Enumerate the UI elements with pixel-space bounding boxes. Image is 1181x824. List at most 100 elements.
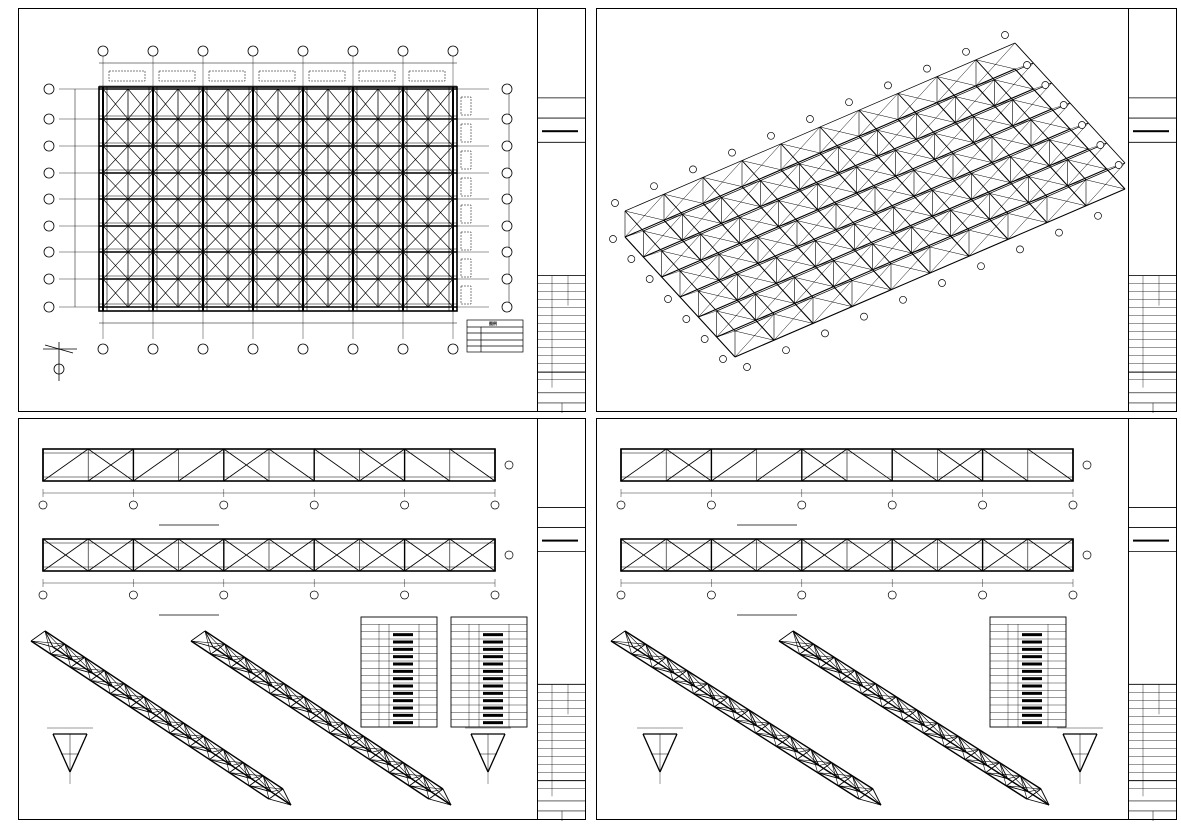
sheet-plan: 图例 [18, 8, 586, 413]
grid-bubble-icon [43, 273, 55, 285]
grid-bubble-icon [1096, 141, 1105, 149]
grid-bubble-icon [728, 148, 736, 157]
grid-bubble-icon [247, 343, 259, 355]
grid-bubble-icon [887, 500, 897, 510]
grid-bubble-icon [297, 343, 309, 355]
grid-bubble-icon [1023, 61, 1031, 69]
grid-bubble-icon [347, 45, 359, 57]
grid-bubble-icon [1016, 245, 1024, 254]
grid-bubble-icon [884, 81, 892, 90]
grid-bubble-icon [616, 590, 626, 600]
grid-bubble-icon [447, 45, 459, 57]
grid-bubble-icon [501, 246, 513, 258]
grid-bubble-icon [490, 590, 500, 600]
grid-bubble-icon [611, 199, 619, 207]
grid-bubble-icon [664, 295, 672, 303]
grid-bubble-icon [309, 590, 319, 600]
grid-bubble-icon [1059, 101, 1068, 109]
grid-bubble-icon [38, 590, 48, 600]
grid-bubble-icon [501, 113, 513, 125]
sheet-isometric [596, 8, 1177, 413]
title-block [1128, 419, 1177, 821]
grid-bubble-icon [1001, 31, 1009, 39]
title-block [1128, 9, 1177, 413]
grid-bubble-icon [1078, 121, 1086, 129]
grid-bubble-icon [43, 113, 55, 125]
grid-bubble-icon [147, 45, 159, 57]
grid-bubble-icon [501, 140, 513, 152]
grid-bubble-icon [43, 140, 55, 152]
grid-bubble-icon [887, 590, 897, 600]
grid-bubble-icon [504, 550, 514, 560]
grid-bubble-icon [645, 275, 654, 283]
grid-bubble-icon [219, 500, 229, 510]
grid-bubble-icon [247, 45, 259, 57]
grid-bubble-icon [616, 500, 626, 510]
grid-bubble-icon [707, 590, 716, 600]
grid-bubble-icon [797, 590, 807, 600]
grid-bubble-icon [43, 83, 55, 95]
sheet-elevation-b [596, 418, 1177, 821]
isometric-drawing [609, 31, 1126, 371]
grid-bubble-icon [962, 47, 970, 56]
grid-bubble-icon [397, 343, 409, 355]
grid-bubble-icon [689, 165, 697, 174]
grid-bubble-icon [147, 343, 159, 355]
grid-bubble-icon [400, 590, 409, 600]
grid-bubble-icon [447, 343, 459, 355]
grid-bubble-icon [923, 64, 931, 73]
grid-bubble-icon [1055, 228, 1063, 237]
grid-bubble-icon [400, 500, 409, 510]
grid-bubble-icon [767, 131, 775, 140]
grid-bubble-icon [347, 343, 359, 355]
grid-bubble-icon [938, 279, 946, 287]
grid-bubble-icon [1082, 550, 1092, 560]
grid-bubble-icon [501, 273, 513, 285]
grid-bubble-icon [501, 301, 513, 313]
grid-bubble-icon [682, 315, 691, 323]
sheet-elevation-a [18, 418, 586, 821]
grid-bubble-icon [38, 500, 48, 510]
grid-bubble-icon [490, 500, 500, 510]
grid-bubble-icon [219, 590, 229, 600]
grid-bubble-icon [43, 167, 55, 179]
grid-bubble-icon [43, 246, 55, 258]
grid-bubble-icon [197, 343, 209, 355]
title-block [537, 9, 586, 413]
grid-bubble-icon [743, 363, 751, 371]
grid-bubble-icon [397, 45, 409, 57]
grid-bubble-icon [1068, 500, 1078, 510]
plan-drawing [43, 45, 524, 381]
grid-bubble-icon [700, 335, 709, 343]
grid-bubble-icon [707, 500, 716, 510]
grid-bubble-icon [797, 500, 807, 510]
elevation-drawing-a [30, 448, 528, 806]
grid-bubble-icon [129, 500, 138, 510]
grid-bubble-icon [860, 312, 868, 321]
grid-bubble-icon [782, 346, 790, 355]
grid-bubble-icon [43, 220, 55, 232]
grid-bubble-icon [978, 500, 987, 510]
grid-bubble-icon [504, 460, 514, 470]
elevation-drawing-b [610, 448, 1103, 806]
grid-bubble-icon [978, 590, 987, 600]
grid-bubble-icon [43, 193, 55, 205]
grid-bubble-icon [1041, 81, 1050, 89]
grid-bubble-icon [845, 98, 853, 107]
grid-bubble-icon [1068, 590, 1078, 600]
grid-bubble-icon [609, 235, 617, 243]
grid-bubble-icon [197, 45, 209, 57]
legend-title: 图例 [489, 321, 497, 326]
grid-bubble-icon [719, 355, 727, 363]
grid-bubble-icon [501, 193, 513, 205]
grid-bubble-icon [129, 590, 138, 600]
grid-bubble-icon [501, 83, 513, 95]
grid-bubble-icon [1114, 161, 1123, 169]
grid-bubble-icon [977, 262, 985, 271]
grid-bubble-icon [309, 500, 319, 510]
grid-bubble-icon [627, 255, 636, 263]
grid-bubble-icon [1082, 460, 1092, 470]
grid-bubble-icon [97, 45, 109, 57]
grid-bubble-icon [297, 45, 309, 57]
grid-bubble-icon [501, 167, 513, 179]
